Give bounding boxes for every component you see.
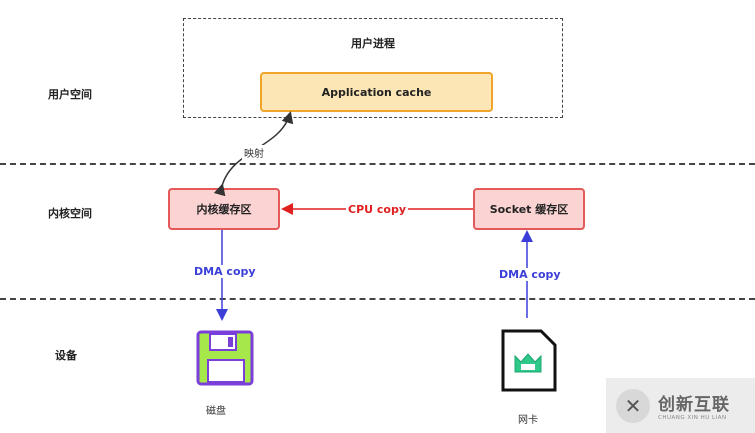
socket-buffer-node: Socket 缓存区 — [473, 188, 585, 230]
layer-label-kernel-space: 内核空间 — [48, 207, 92, 220]
watermark-logo-subtext: CHUANG XIN HU LIAN — [658, 415, 727, 421]
layer-label-user-space: 用户空间 — [48, 88, 92, 101]
dma-copy-right-label: DMA copy — [497, 268, 563, 281]
layer-label-devices: 设备 — [55, 349, 77, 362]
floppy-disk-icon — [196, 330, 254, 386]
kernel-device-divider — [0, 298, 755, 300]
mmap-label: 映射 — [242, 145, 266, 160]
nic-label: 网卡 — [518, 415, 538, 426]
dma-copy-left-label: DMA copy — [192, 265, 258, 278]
disk-label: 磁盘 — [206, 406, 226, 417]
application-cache-node: Application cache — [260, 72, 493, 112]
network-card-icon — [501, 329, 557, 392]
user-kernel-divider — [0, 163, 755, 165]
user-process-title: 用户进程 — [351, 37, 395, 50]
cpu-copy-label: CPU copy — [346, 203, 409, 216]
watermark-logo: ✕ 创新互联 CHUANG XIN HU LIAN — [606, 378, 755, 433]
watermark-logo-text: 创新互联 — [658, 395, 730, 415]
user-process-box: 用户进程 — [183, 18, 563, 118]
watermark-logo-icon: ✕ — [616, 388, 650, 423]
